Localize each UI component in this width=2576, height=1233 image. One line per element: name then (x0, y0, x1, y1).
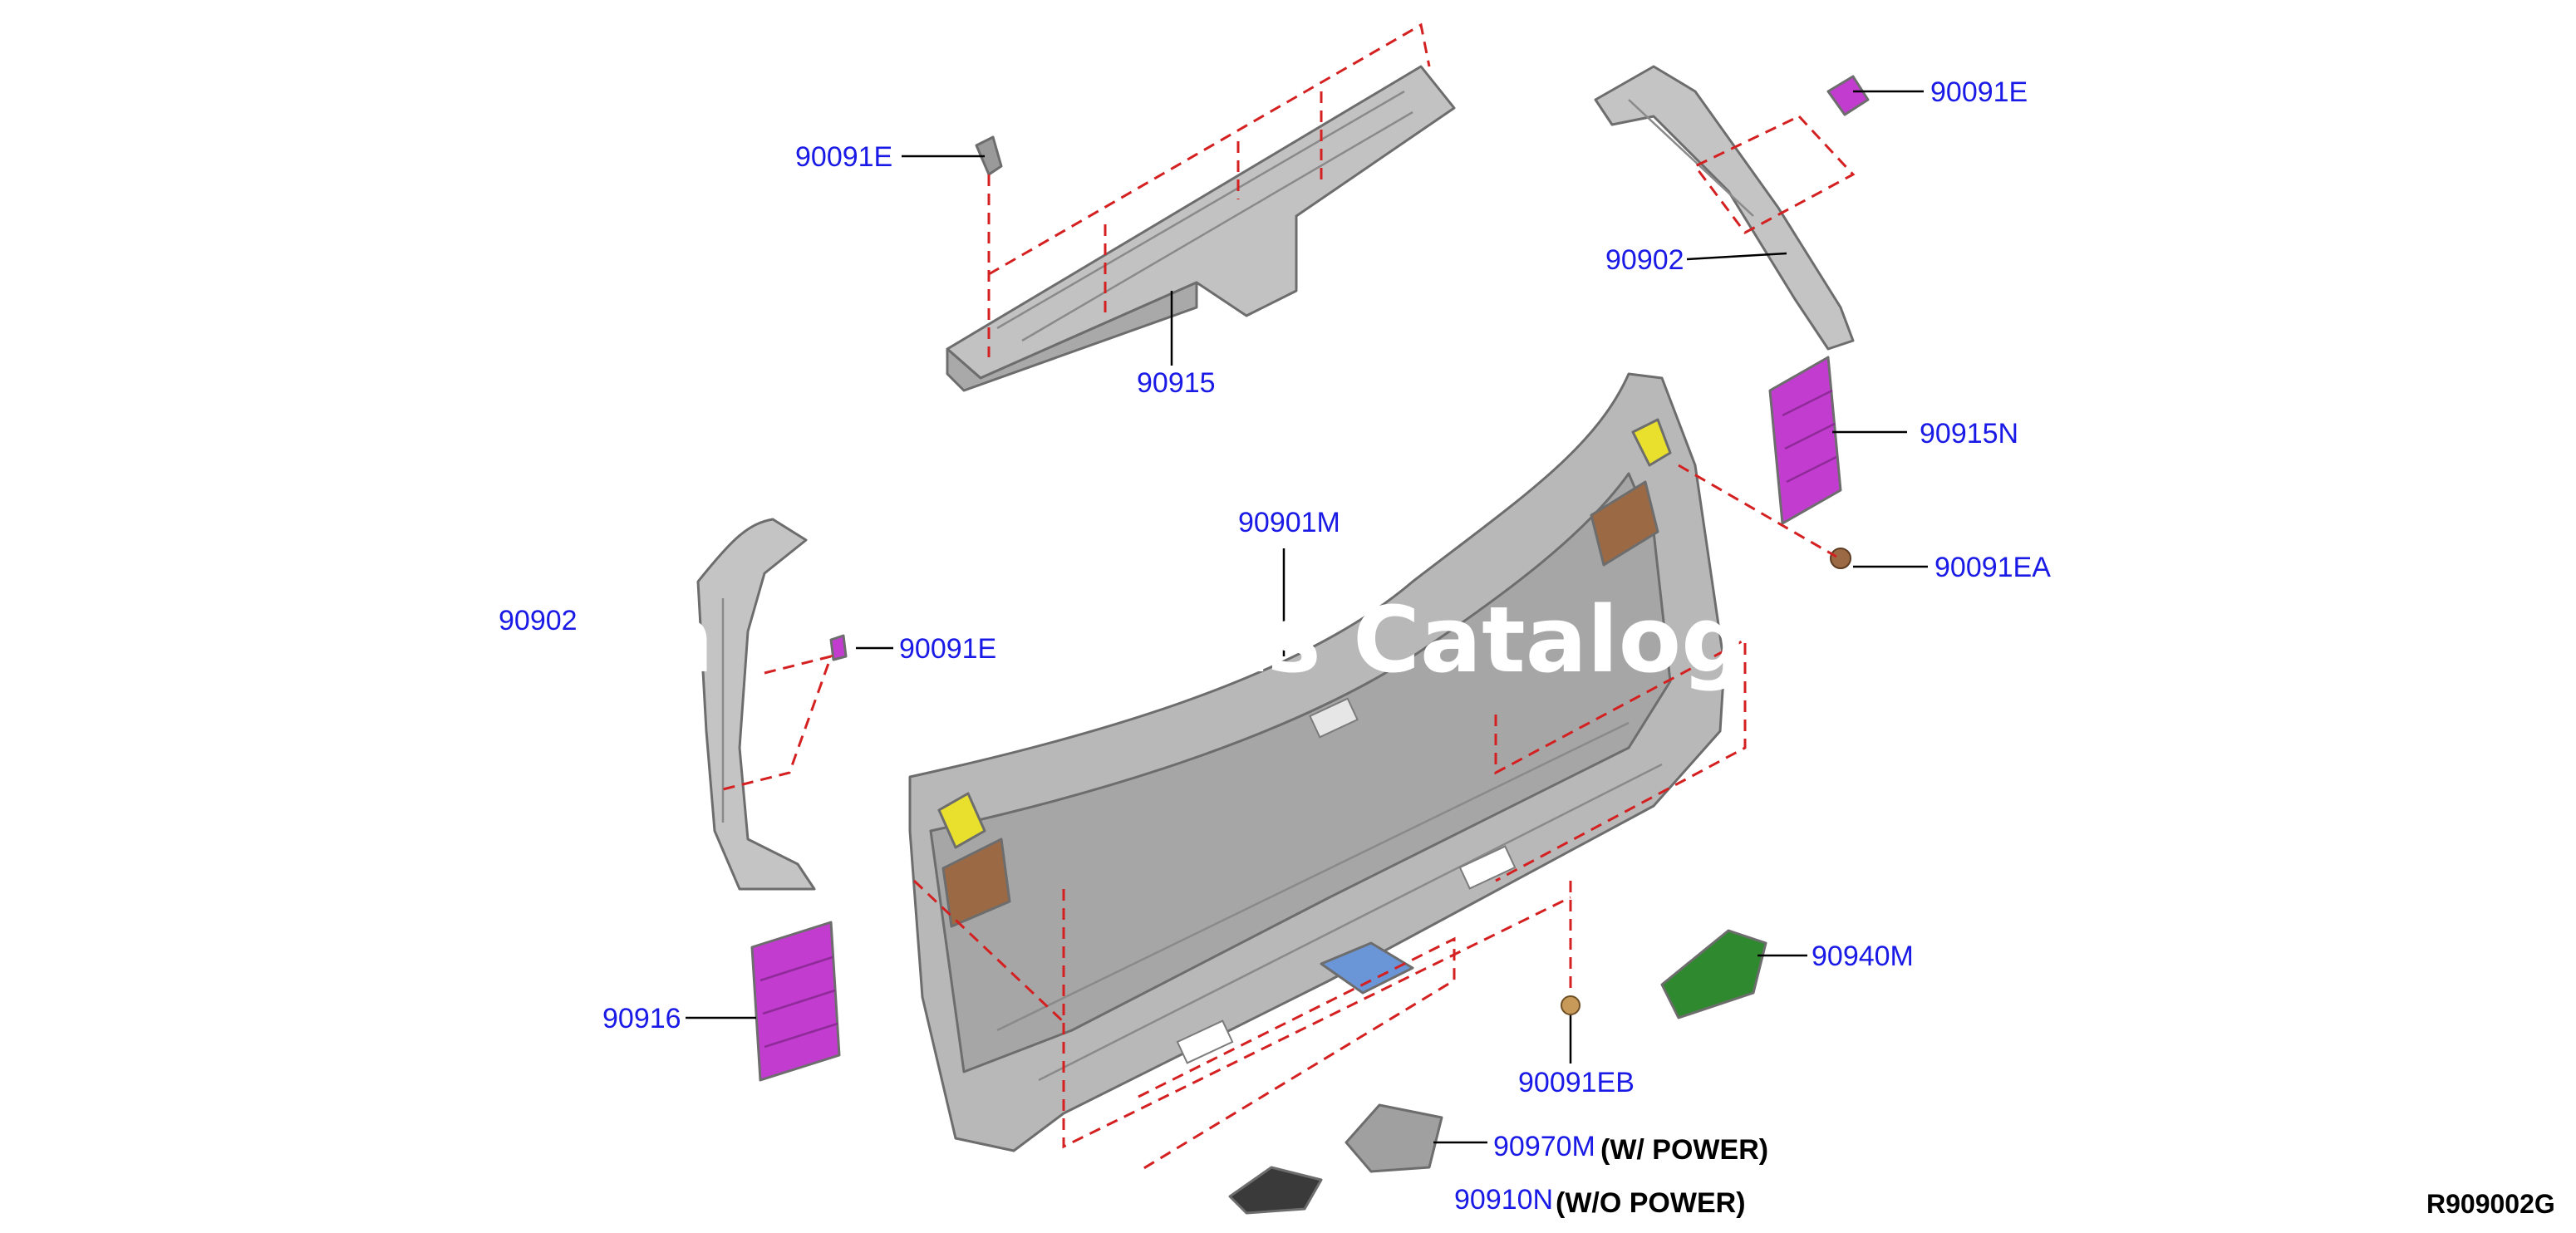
clip-blue (1320, 941, 1414, 995)
clip-90091E-top (975, 135, 1003, 176)
assist-grip-90902-left (696, 518, 816, 891)
note-w-power: (W/ POWER) (1600, 1134, 1768, 1166)
handle-90910N (1228, 1166, 1323, 1215)
bracket-left (937, 792, 986, 849)
screw-90091EA (1830, 548, 1851, 569)
upper-garnish-90915 (946, 65, 1456, 392)
clip-90091E-top-right (1826, 75, 1870, 116)
callout-90940M: 90940M (1812, 941, 1914, 972)
bracket-right (1631, 418, 1672, 467)
assist-grip-90902-right (1594, 65, 1855, 351)
callout-90091EB: 90091EB (1518, 1067, 1635, 1098)
callout-90902-left: 90902 (499, 605, 578, 636)
pad-brown-left (941, 838, 1011, 928)
reference-code: R909002G (2426, 1189, 2555, 1219)
screw-90091EB (1561, 995, 1581, 1015)
callout-90091E-top-left: 90091E (795, 141, 892, 173)
callout-90916: 90916 (602, 1003, 681, 1034)
callout-90091EA: 90091EA (1934, 552, 2051, 583)
callout-90915: 90915 (1137, 367, 1216, 399)
back-door-trim-90901M (908, 372, 1726, 1152)
callout-90970M: 90970M (1493, 1131, 1595, 1162)
callout-90901M: 90901M (1238, 507, 1340, 538)
note-wo-power: (W/O POWER) (1556, 1187, 1746, 1219)
pad-90915N (1768, 356, 1842, 525)
watermark: Ch ts Catalog (582, 587, 1747, 693)
callout-90091E-top-right: 90091E (1930, 76, 2028, 108)
pad-90916 (750, 921, 841, 1082)
callout-90902-right: 90902 (1605, 244, 1684, 276)
leader-lines (686, 90, 1928, 1144)
clip-90091E-left (829, 634, 848, 661)
callout-90091E-left: 90091E (899, 633, 996, 665)
cover-90940M (1660, 929, 1767, 1019)
assembly-guides (722, 22, 1856, 1173)
pad-brown-right (1590, 480, 1659, 567)
callout-90915N: 90915N (1920, 418, 2018, 449)
callout-90910N: 90910N (1454, 1184, 1553, 1216)
handle-90970M (1345, 1103, 1443, 1173)
